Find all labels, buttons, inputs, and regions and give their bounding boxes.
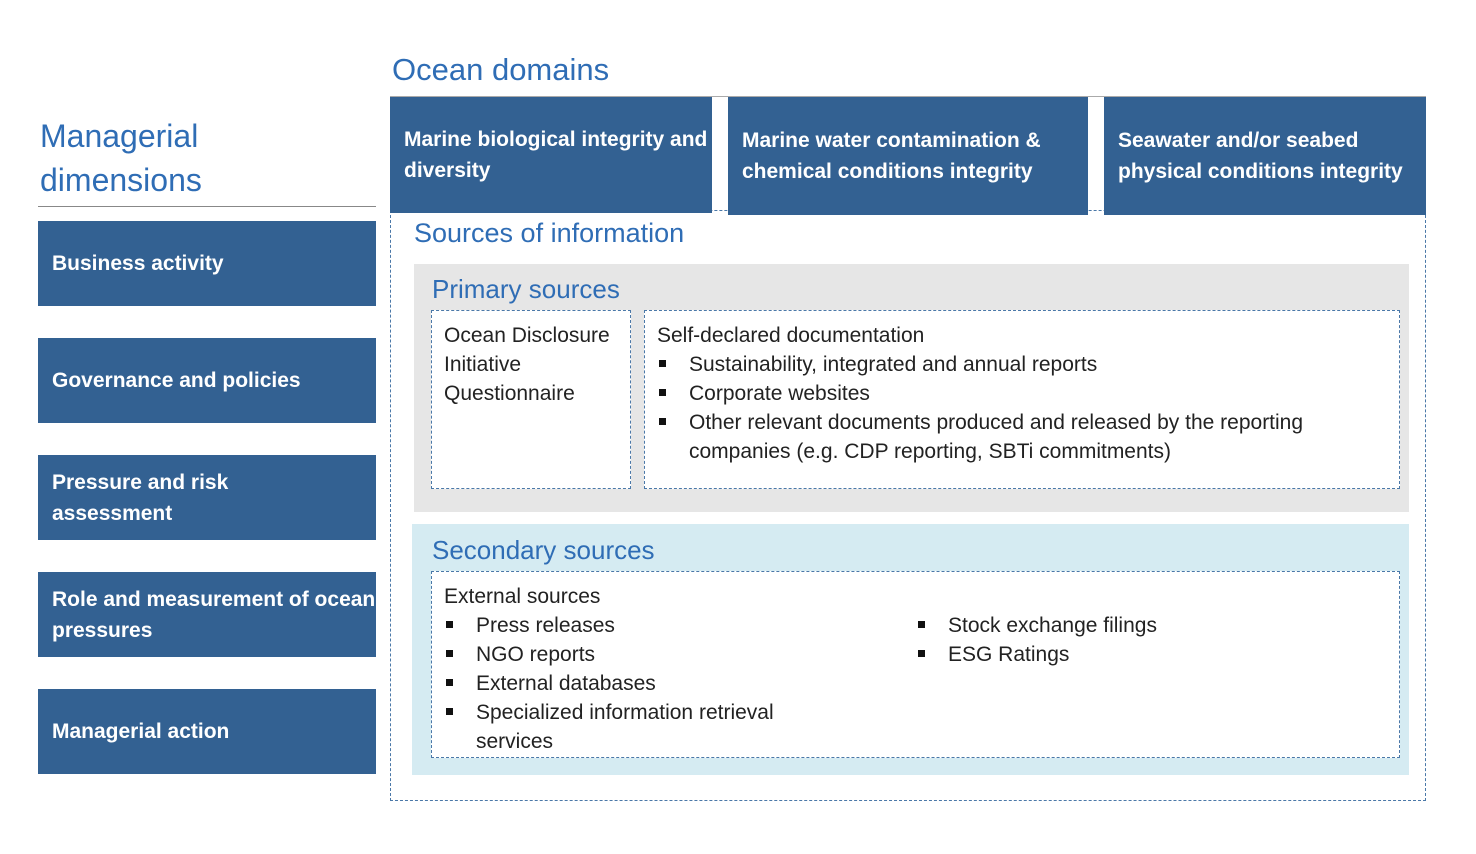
list-item: Stock exchange filings: [916, 611, 1157, 640]
dimension-governance: Governance and policies: [38, 338, 376, 423]
odi-text: Ocean Disclosure Initiative Questionnair…: [444, 324, 610, 405]
domain-box-chemical: Marine water contamination & chemical co…: [728, 97, 1088, 215]
self-declared-heading: Self-declared documentation: [657, 324, 925, 347]
domain-box-biological: Marine biological integrity and diversit…: [390, 97, 712, 213]
primary-sources-title: Primary sources: [432, 274, 620, 304]
external-sources-heading: External sources: [444, 585, 601, 608]
list-item: ESG Ratings: [916, 640, 1157, 669]
dimension-managerial-action: Managerial action: [38, 689, 376, 774]
managerial-title: Managerial dimensions: [40, 118, 202, 198]
list-item: Corporate websites: [657, 379, 1387, 408]
list-item: Sustainability, integrated and annual re…: [657, 350, 1387, 379]
dimension-role-measurement: Role and measurement of ocean pressures: [38, 572, 376, 657]
list-item: Specialized information retrieval servic…: [444, 698, 844, 756]
external-sources-box: External sources Press releases NGO repo…: [431, 571, 1400, 758]
ocean-domains-title: Ocean domains: [392, 52, 610, 87]
domain-box-physical: Seawater and/or seabed physical conditio…: [1104, 97, 1426, 215]
list-item: NGO reports: [444, 640, 844, 669]
divider: [390, 96, 1426, 97]
list-item: Press releases: [444, 611, 844, 640]
divider: [38, 206, 376, 207]
dimension-business-activity: Business activity: [38, 221, 376, 306]
odi-box: Ocean Disclosure Initiative Questionnair…: [431, 310, 631, 489]
sources-title: Sources of information: [414, 218, 685, 248]
secondary-sources-title: Secondary sources: [432, 535, 655, 565]
dimension-pressure-risk: Pressure and risk assessment: [38, 455, 376, 540]
list-item: Other relevant documents produced and re…: [657, 408, 1387, 466]
self-declared-box: Self-declared documentation Sustainabili…: [644, 310, 1400, 489]
list-item: External databases: [444, 669, 844, 698]
